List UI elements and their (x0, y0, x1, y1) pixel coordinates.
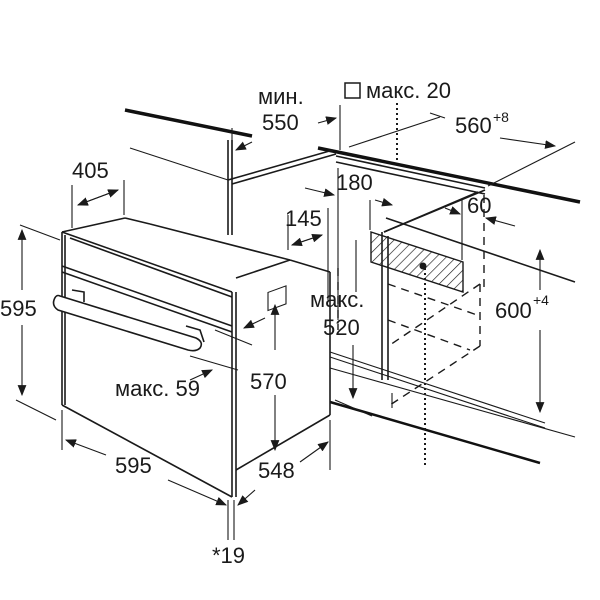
oven-handle (52, 289, 205, 352)
depth-548-label: 548 (258, 458, 295, 483)
square-section-icon (344, 82, 361, 99)
dimension-lines (15, 105, 557, 540)
width-560-label: 560 (455, 113, 492, 138)
max-20-label: макс. 20 (366, 78, 451, 103)
depth-180-label: 180 (336, 170, 373, 195)
width-595-label: 595 (115, 453, 152, 478)
height-600-tolerance: +4 (533, 292, 549, 308)
height-600-label: 600 (495, 298, 532, 323)
width-560-tolerance: +8 (493, 109, 509, 125)
max-520-caption: макс. (310, 287, 364, 312)
depth-405-label: 405 (72, 158, 109, 183)
ventilation-center-mark (419, 262, 427, 270)
depth-145-label: 145 (285, 206, 322, 231)
max-520-value: 520 (323, 315, 360, 340)
depth-60-label: 60 (467, 193, 491, 218)
min-550-value: 550 (262, 110, 299, 135)
note-19-label: *19 (212, 543, 245, 568)
worktop (124, 108, 581, 204)
height-595-label: 595 (0, 296, 37, 321)
ventilation-cutout (370, 231, 464, 293)
height-570-label: 570 (250, 369, 287, 394)
min-label: мин. (258, 84, 304, 109)
hidden-outline (337, 103, 485, 467)
max-59-label: макс. 59 (115, 376, 200, 401)
